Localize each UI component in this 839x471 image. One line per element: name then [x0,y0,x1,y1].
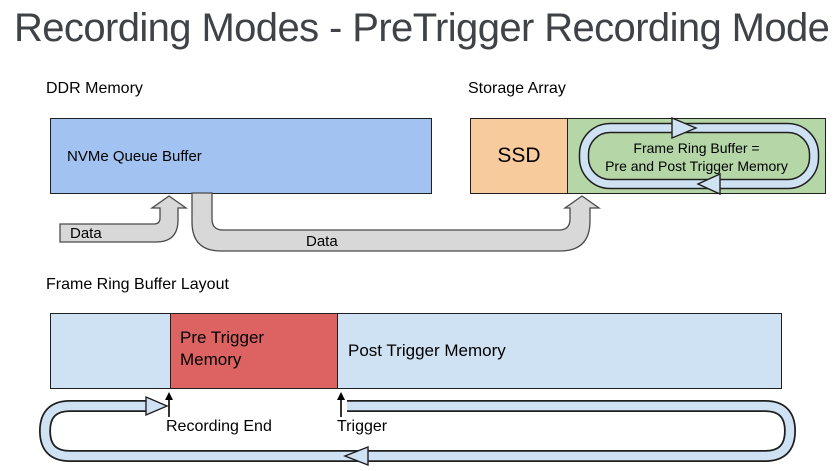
loop-arrow-pipe [40,401,795,461]
buffer-segment-post-trigger: Post Trigger Memory [338,314,781,388]
trigger-arrowhead [337,392,345,400]
recording-end-arrow [165,392,173,417]
data-label-left: Data [70,225,102,242]
trigger-label: Trigger [337,418,388,435]
trigger-arrow [337,392,345,417]
frame-ring-buffer-bar: Pre Trigger Memory Post Trigger Memory [50,313,782,389]
ddr-memory-label: DDR Memory [46,80,143,97]
ssd-label: SSD [497,144,541,167]
data-label-right: Data [306,233,338,250]
frame-ring-buffer-caption: Frame Ring Buffer = Pre and Post Trigger… [568,139,825,175]
nvme-queue-buffer-box: NVMe Queue Buffer [50,118,432,194]
data-arrow-right [191,192,602,252]
loop-arrow-outline [38,400,797,462]
loop-arrowhead-right [145,395,169,417]
recording-end-arrowhead [165,392,173,400]
storage-array-label: Storage Array [468,80,566,97]
loop-arrowhead-left [343,445,369,467]
ring-caption-line1: Frame Ring Buffer = [633,140,760,156]
data-arrow-right-shape [191,192,602,252]
post-trigger-label: Post Trigger Memory [348,341,506,360]
loop-arrow [38,395,797,467]
buffer-segment-pre-trigger: Pre Trigger Memory [170,314,338,388]
buffer-segment-free [51,314,170,388]
ssd-box: SSD [470,118,568,194]
pre-trigger-label: Pre Trigger Memory [180,328,265,369]
frame-ring-buffer-layout-label: Frame Ring Buffer Layout [46,276,229,293]
frame-ring-buffer-box: Frame Ring Buffer = Pre and Post Trigger… [567,118,826,194]
nvme-queue-buffer-label: NVMe Queue Buffer [67,147,202,165]
recording-end-label: Recording End [166,418,272,435]
ring-caption-line2: Pre and Post Trigger Memory [605,158,788,174]
slide-title: Recording Modes - PreTrigger Recording M… [14,6,830,50]
